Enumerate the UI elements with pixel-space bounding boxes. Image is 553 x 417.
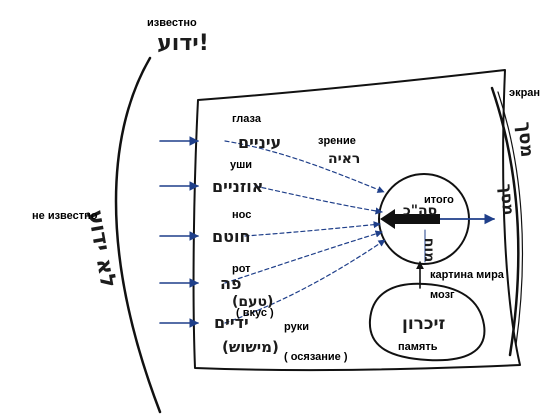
label-brain: мозг: [430, 289, 455, 301]
memory-blob: [368, 282, 486, 362]
hebrew-vision: ראיה: [328, 151, 360, 167]
label-taste: ( вкус ): [236, 307, 274, 319]
hebrew-memory: זיכרון: [402, 314, 446, 334]
label-world-picture: картина мира: [430, 269, 505, 281]
hebrew-screen: מסך: [513, 121, 537, 158]
hebrew-mouth: פה: [220, 274, 242, 293]
hebrew-total: סה"כ: [403, 203, 437, 219]
label-memory: память: [398, 341, 438, 353]
label-ears: уши: [230, 159, 252, 171]
label-unknown: не известно: [32, 210, 98, 222]
body-frame: [192, 69, 521, 372]
label-eyes: глаза: [232, 113, 262, 125]
label-vision: зрение: [318, 135, 356, 147]
screen-curve-inner: [497, 91, 524, 346]
hebrew-ears: אוזניים: [212, 177, 263, 196]
hebrew-taste: (טעם): [232, 294, 273, 310]
outer-boundary-curve: [114, 56, 162, 414]
brain-inner-arrow: [380, 209, 440, 229]
hebrew-known: ידוע!: [157, 31, 209, 56]
label-hands: руки: [284, 321, 309, 333]
signal-lines: [224, 140, 386, 324]
sense-input-arrows: [159, 136, 199, 328]
hebrew-touch: (מישוש): [222, 338, 279, 356]
label-total: итого: [424, 194, 454, 206]
hebrew-brain: מוח: [421, 238, 437, 263]
hebrew-screen-2: מסך: [497, 183, 519, 216]
label-known: известно: [147, 17, 197, 29]
hebrew-hands: ידיים: [214, 313, 249, 332]
screen-curve: [490, 86, 520, 357]
hebrew-eyes: עיניים: [238, 133, 281, 152]
label-mouth: рот: [232, 263, 251, 275]
hebrew-nose: חוטם: [212, 227, 251, 246]
label-screen: экран: [509, 87, 540, 99]
label-touch: ( осязание ): [284, 351, 348, 363]
label-nose: нос: [232, 209, 251, 221]
